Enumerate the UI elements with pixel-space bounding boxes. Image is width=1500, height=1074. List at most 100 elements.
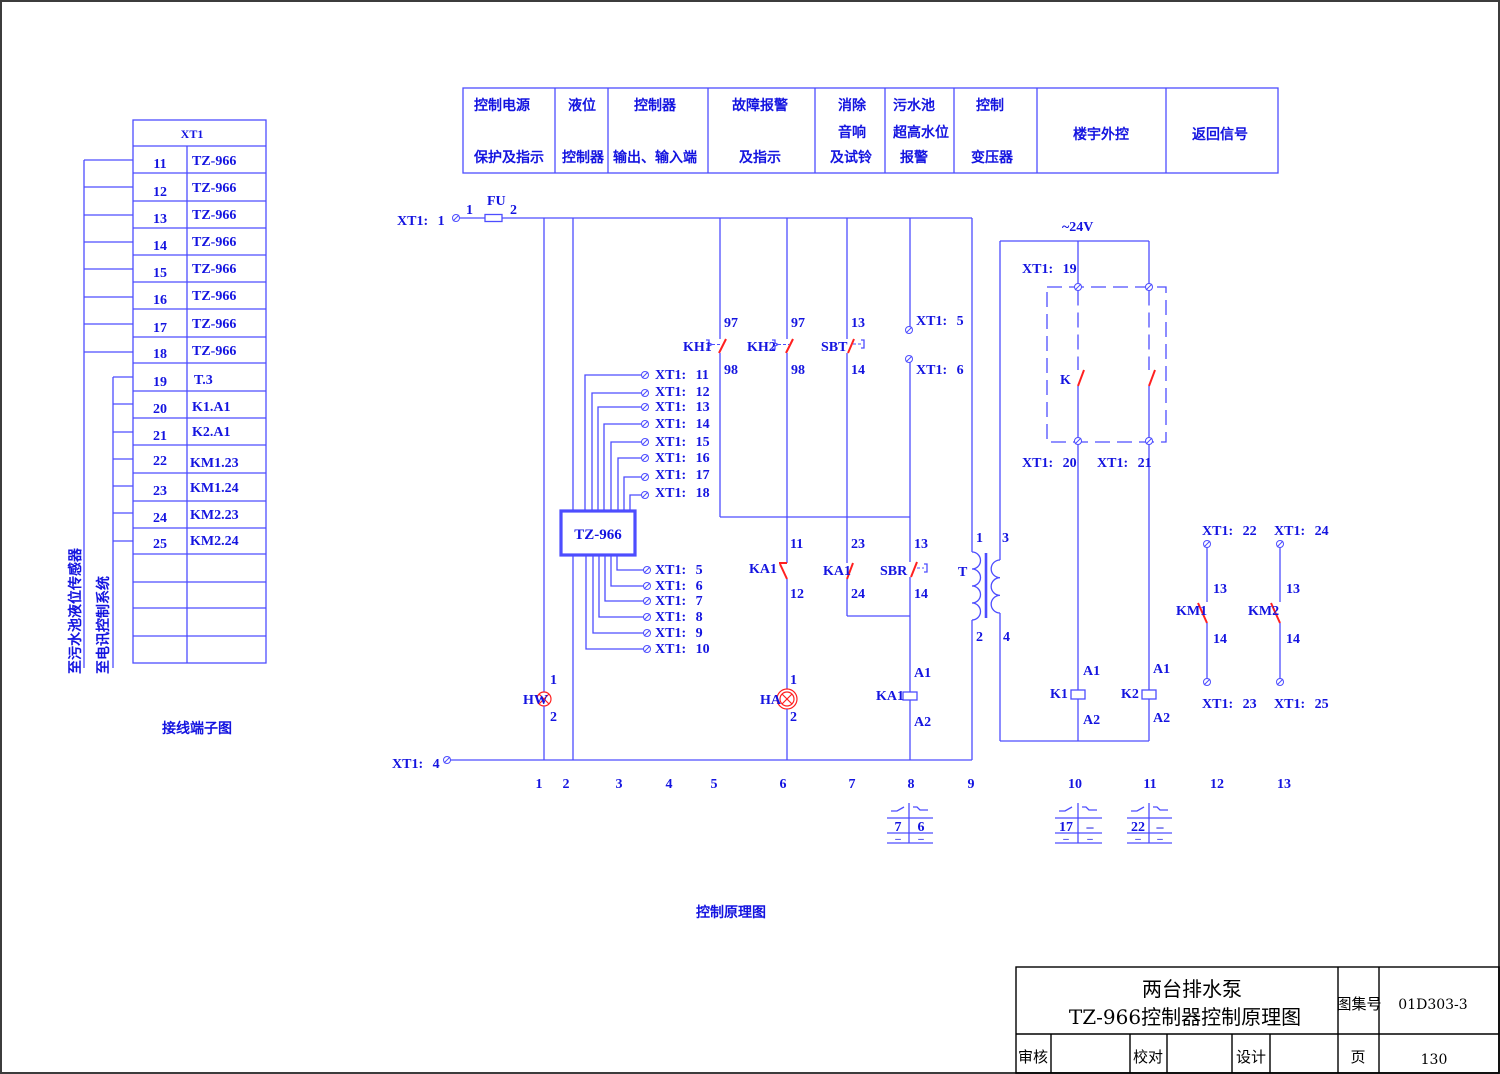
controller-input-label: XT1: 12 — [655, 385, 710, 400]
to-sensor-label: 至污水池液位传感器 — [67, 547, 84, 674]
header-fault-line1: 故障报警 — [732, 97, 788, 114]
sbr-label: SBR — [880, 564, 908, 579]
header-controller-line2: 输出、输入端 — [613, 149, 697, 166]
column-number: 9 — [968, 777, 975, 792]
fuse-label: FU — [487, 194, 506, 209]
fuse-icon — [484, 213, 503, 223]
k1-pin-top: A1 — [1083, 664, 1100, 679]
drawing-title-line2: TZ-966控制器控制原理图 — [1069, 1005, 1301, 1029]
terminal-num: 16 — [153, 293, 167, 308]
km2-terminal-top: XT1: 24 — [1274, 524, 1329, 539]
header-transformer-line2: 变压器 — [971, 149, 1014, 166]
title-block: 两台排水泵 TZ-966控制器控制原理图 图集号 01D303-3 审核 校对 … — [1015, 966, 1500, 1074]
header-silence-line3: 及试铃 — [830, 149, 872, 166]
controller-input-label: XT1: 16 — [655, 451, 710, 466]
terminal-icon — [1203, 678, 1211, 686]
atlas-number: 01D303-3 — [1398, 997, 1467, 1013]
controller-input-label: XT1: 15 — [655, 435, 710, 450]
km2-terminal-bottom: XT1: 25 — [1274, 697, 1329, 712]
column-number: 6 — [780, 777, 787, 792]
terminal-table-title: XT1 — [181, 127, 204, 141]
nc-contact-icon — [779, 563, 788, 580]
km2-pin-top: 13 — [1286, 582, 1300, 597]
column-number: 1 — [536, 777, 543, 792]
page-label: 页 — [1350, 1048, 1365, 1066]
relay-coil-icon — [1141, 689, 1157, 700]
column-number: 11 — [1143, 777, 1156, 792]
thermal-contact-icon — [718, 338, 727, 354]
transformer-pin: 3 — [1002, 531, 1009, 546]
transformer-pin: 2 — [976, 630, 983, 645]
title-block-frame — [1015, 966, 1500, 1074]
function-header-table: 控制电源 保护及指示 液位 控制器 控制器 输出、输入端 故障报警 及指示 消除… — [462, 87, 1279, 174]
contact-legend: 7 6 – – — [887, 803, 933, 845]
external-out1-terminal: XT1: 20 — [1022, 456, 1077, 471]
neutral-terminal-label: XT1: 4 — [392, 757, 440, 772]
overflow-terminal-top: XT1: 5 — [916, 314, 964, 329]
legend-value: – — [1086, 820, 1095, 835]
header-controller-line1: 控制器 — [634, 97, 677, 114]
terminal-num: 11 — [153, 157, 166, 172]
lamp-cross — [538, 693, 550, 705]
transformer-secondary-icon — [990, 559, 1001, 614]
alarm-horn-pin1: 1 — [790, 673, 797, 688]
terminal-num: 17 — [153, 321, 167, 336]
check-label: 校对 — [1133, 1048, 1163, 1066]
ka1-no-pin-bottom: 24 — [851, 587, 865, 602]
external-control-label: K — [1060, 373, 1071, 388]
controller-input-label: XT1: 13 — [655, 400, 710, 415]
secondary-voltage-label: ~24V — [1062, 220, 1093, 235]
no-contact-symbol-icon — [1059, 806, 1073, 812]
legend-value: – — [1134, 833, 1141, 845]
ka1-nc-pin-top: 11 — [790, 537, 803, 552]
km2-pin-bottom: 14 — [1286, 632, 1300, 647]
fuse-pin-out: 2 — [510, 203, 517, 218]
terminal-external-wiring: 至污水池液位传感器 至电讯控制系统 接线端子图 — [67, 159, 232, 737]
terminal-icon — [641, 403, 649, 411]
header-overflow-line2: 超高水位 — [892, 124, 949, 141]
controller-input-wire — [584, 374, 642, 511]
terminal-icon — [641, 438, 649, 446]
alarm-horn-label: HA — [760, 693, 782, 708]
controller-input-wire — [597, 406, 642, 511]
external-control-boundary — [1046, 286, 1167, 443]
external-contact-icon — [1148, 369, 1156, 387]
contact-legend: 17 – – – — [1055, 803, 1102, 845]
terminal-icon — [641, 371, 649, 379]
ka1-nc-pin-bottom: 12 — [790, 587, 804, 602]
legend-value: 22 — [1131, 820, 1145, 835]
terminal-icon — [1276, 540, 1284, 548]
terminal-dest: TZ-966 — [192, 344, 236, 359]
no-contact-symbol-icon — [891, 806, 905, 812]
supply-terminal-label: XT1: 1 — [397, 214, 445, 229]
terminal-dest: TZ-966 — [192, 154, 236, 169]
controller-input-wire — [617, 457, 642, 511]
terminal-num: 15 — [153, 266, 167, 281]
column-number: 13 — [1277, 777, 1291, 792]
terminal-num: 23 — [153, 484, 167, 499]
relay-coil-icon — [902, 691, 918, 701]
terminal-icon — [641, 420, 649, 428]
header-level-line1: 液位 — [568, 97, 596, 114]
terminal-dest: K1.A1 — [192, 400, 231, 415]
to-telecom-label: 至电讯控制系统 — [95, 576, 112, 674]
header-overflow-line1: 污水池 — [893, 97, 935, 114]
controller-output-label: XT1: 10 — [655, 642, 710, 657]
column-number: 3 — [616, 777, 623, 792]
controller-input-label: XT1: 11 — [655, 368, 709, 383]
pushbutton-contact-icon — [847, 338, 855, 354]
terminal-dest: TZ-966 — [192, 235, 236, 250]
legend-value: 17 — [1059, 820, 1073, 835]
terminal-dest: KM1.24 — [190, 481, 239, 496]
feedback-contact-icon — [1197, 602, 1208, 624]
control-diagram-caption: 控制原理图 — [696, 904, 766, 921]
legend-value: – — [1156, 833, 1163, 845]
header-silence-line1: 消除 — [838, 97, 867, 114]
control-circuit: XT1: 1 FU 1 2 HW 1 2 XT1 — [392, 194, 1329, 772]
terminal-icon — [643, 582, 651, 590]
ka1-coil-pin-bottom: A2 — [914, 715, 931, 730]
ka1-coil-pin-top: A1 — [914, 666, 931, 681]
controller-output-wire — [610, 556, 644, 587]
legend-value: 7 — [895, 820, 902, 835]
